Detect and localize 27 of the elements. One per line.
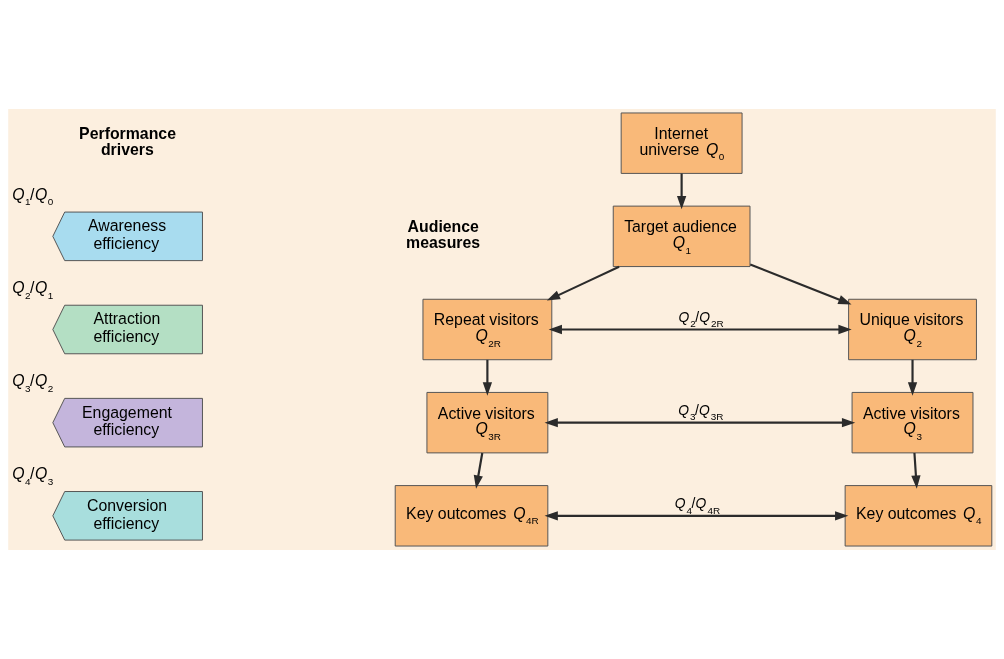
label: Performance drivers [79, 125, 176, 158]
edge-label: Q$_{3}$/Q$_{3R}$ [678, 401, 724, 423]
edge-label: Q$_{2}$/Q$_{2R}$ [678, 308, 724, 330]
arrow [676, 173, 687, 210]
node-label: Q$_{2}$/Q$_{1}$ [12, 279, 54, 301]
arrow [473, 452, 484, 489]
node-label: Q$_{3}$/Q$_{2}$ [12, 372, 54, 394]
arrow [548, 324, 852, 335]
node-box: Unique visitors Q$_{2}$ [848, 298, 977, 361]
arrow [482, 359, 493, 396]
node-box: Active visitors Q$_{3R}$ [426, 391, 549, 454]
node-label: Q$_{1}$/Q$_{0}$ [12, 185, 54, 208]
node-box: Target audience Q$_{1}$ [612, 205, 751, 268]
node-label: Q$_{4}$/Q$_{3}$ [12, 465, 54, 487]
arrow [546, 265, 620, 301]
arrow [544, 418, 856, 428]
arrow [911, 452, 921, 489]
edge-label: Q$_{4}$/Q$_{4R}$ [674, 495, 721, 516]
arrow [749, 263, 852, 305]
label: Audience measures [406, 218, 481, 252]
node-box: Internet universe Q$_{0}$ [620, 112, 743, 174]
node-box: Active visitors Q$_{3}$ [851, 391, 974, 454]
node-box: Key outcomes Q$_{4}$ [844, 485, 993, 547]
arrow [544, 511, 849, 521]
node-box: Key outcomes Q$_{4R}$ [394, 485, 549, 547]
arrow [907, 359, 918, 396]
node-box: Repeat visitors Q$_{2R}$ [422, 298, 553, 361]
